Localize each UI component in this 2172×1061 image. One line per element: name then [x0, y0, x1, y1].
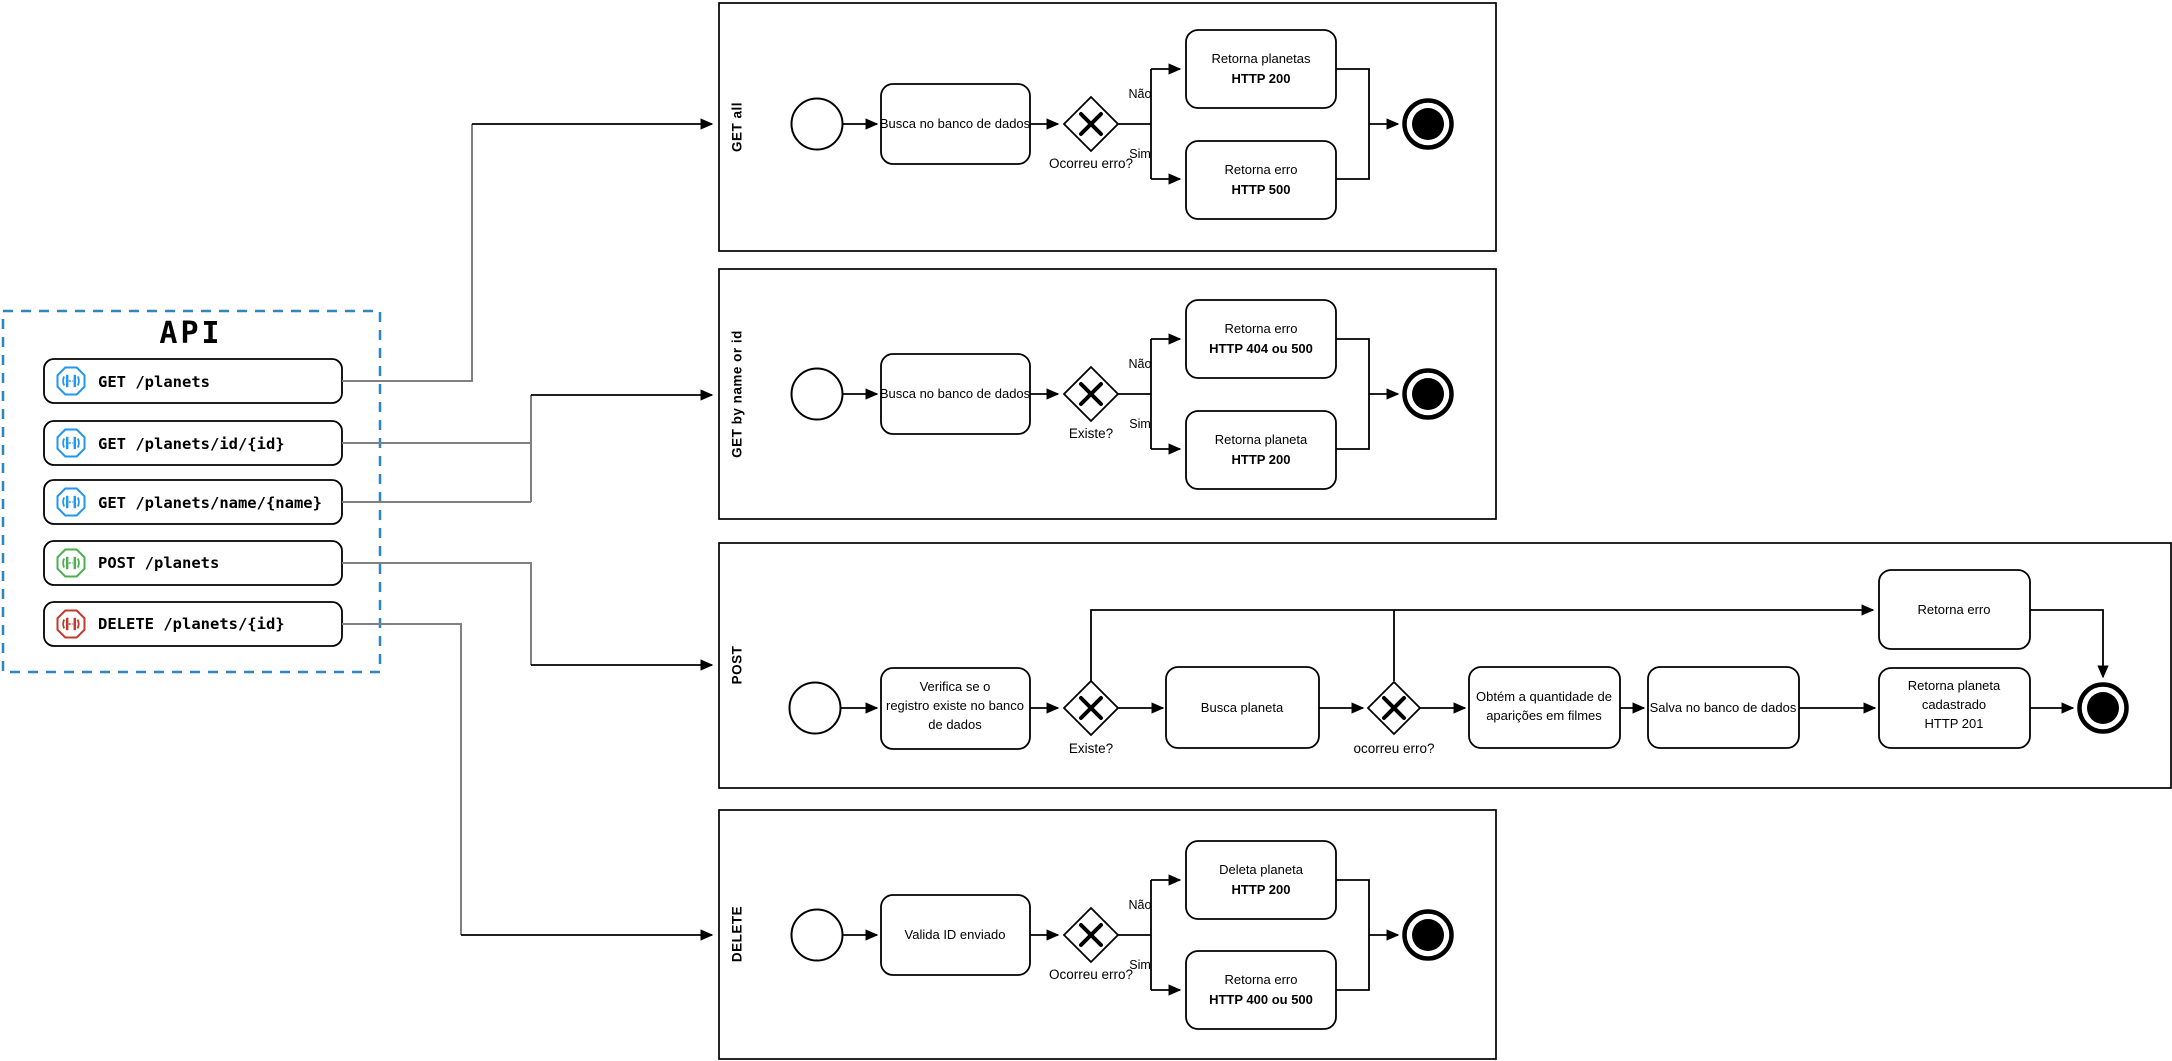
task-label: Deleta planeta [1219, 862, 1304, 877]
task-busca-planeta[interactable]: Busca planeta [1165, 666, 1320, 749]
lane-post: POST Verifica se o registro existe no ba… [718, 542, 2172, 789]
task-label: cadastrado [1922, 697, 1986, 712]
api-panel-title: API [159, 316, 222, 351]
task-busca-banco[interactable]: Busca no banco de dados [880, 353, 1031, 435]
task-busca-banco[interactable]: Busca no banco de dados [880, 83, 1031, 165]
sequence-flow [2030, 609, 2109, 679]
branch-label-yes: Sim [1129, 958, 1151, 972]
start-event[interactable] [790, 367, 844, 421]
task-label: aparições em filmes [1486, 708, 1602, 723]
task-label-status: HTTP 500 [1231, 182, 1290, 197]
api-connectors [342, 118, 714, 941]
http-method-icon [56, 428, 86, 458]
api-item-label: POST /planets [98, 554, 219, 572]
task-verifica-registro[interactable]: Verifica se o registro existe no banco d… [880, 667, 1031, 750]
lane-label: POST [730, 645, 745, 684]
connector-post [342, 562, 532, 665]
task-salva-banco[interactable]: Salva no banco de dados [1647, 666, 1800, 749]
http-method-icon [56, 609, 86, 639]
gateway-ocorreu-erro[interactable]: Ocorreu erro? [1049, 906, 1133, 982]
branch-label-no: Não [1129, 357, 1152, 371]
gateway-ocorreu-erro[interactable]: ocorreu erro? [1353, 680, 1435, 756]
task-label: Salva no banco de dados [1650, 700, 1797, 715]
connector-delete [342, 623, 462, 935]
branch-label-no: Não [1129, 87, 1152, 101]
task-retorna-erro[interactable]: Retorna erro HTTP 500 [1185, 140, 1337, 220]
task-label: Retorna erro [1225, 162, 1298, 177]
lane-delete: DELETE Valida ID enviado Ocorreu erro? N… [718, 809, 1497, 1060]
api-item-label: GET /planets/id/{id} [98, 435, 285, 453]
gateway-existe[interactable]: Existe? [1062, 365, 1120, 441]
task-label: Obtém a quantidade de [1476, 689, 1612, 704]
task-label-status: HTTP 200 [1231, 882, 1290, 897]
gateway-label: Ocorreu erro? [1049, 967, 1133, 982]
lane-get-by-name-or-id: GET by name or id Busca no banco de dado… [718, 268, 1497, 520]
task-label: de dados [928, 717, 982, 732]
task-label: Verifica se o [920, 679, 991, 694]
task-deleta-planeta[interactable]: Deleta planeta HTTP 200 [1185, 840, 1337, 920]
api-item-get-planets-by-id[interactable]: GET /planets/id/{id} [43, 420, 343, 466]
task-retorna-erro[interactable]: Retorna erro HTTP 404 ou 500 [1185, 299, 1337, 379]
task-label: Busca planeta [1201, 700, 1284, 715]
task-retorna-planeta[interactable]: Retorna planeta HTTP 200 [1185, 410, 1337, 490]
gateway-label: Ocorreu erro? [1049, 156, 1133, 171]
end-event[interactable] [1402, 909, 1454, 961]
task-label: Retorna planeta [1215, 432, 1308, 447]
api-panel: API GET /planets [1, 309, 382, 674]
task-label-status: HTTP 200 [1231, 71, 1290, 86]
task-label-status: HTTP 200 [1231, 452, 1290, 467]
lane-label: DELETE [730, 906, 745, 962]
branch-label-yes: Sim [1129, 147, 1151, 161]
start-event[interactable] [790, 97, 844, 151]
task-label: Retorna erro [1225, 321, 1298, 336]
http-method-icon [56, 548, 86, 578]
gateway-label: Existe? [1069, 426, 1113, 441]
task-label: Retorna planeta [1908, 678, 2001, 693]
gateway-label: ocorreu erro? [1353, 741, 1434, 756]
branch-label-yes: Sim [1129, 417, 1151, 431]
task-label: Retorna erro [1225, 972, 1298, 987]
branch-label-no: Não [1129, 898, 1152, 912]
task-obtem-aparicoes[interactable]: Obtém a quantidade de aparições em filme… [1468, 666, 1621, 749]
connector-get-all [342, 124, 473, 382]
task-label: Busca no banco de dados [880, 116, 1031, 131]
lane-get-all: GET all Busca no banco de dados Ocorreu … [718, 2, 1497, 252]
end-event[interactable] [2077, 682, 2129, 734]
api-panel-border [1, 309, 382, 674]
api-item-label: GET /planets [98, 373, 210, 391]
task-retorna-planeta-cadastrado[interactable]: Retorna planeta cadastrado HTTP 201 [1878, 667, 2031, 749]
task-label-status: HTTP 404 ou 500 [1209, 341, 1313, 356]
task-valida-id[interactable]: Valida ID enviado [880, 894, 1031, 976]
end-event[interactable] [1402, 368, 1454, 420]
api-item-get-planets[interactable]: GET /planets [43, 358, 343, 404]
end-event[interactable] [1402, 98, 1454, 150]
api-item-post-planets[interactable]: POST /planets [43, 540, 343, 586]
task-label: Retorna planetas [1211, 51, 1311, 66]
api-item-label: DELETE /planets/{id} [98, 615, 285, 633]
http-method-icon [56, 487, 86, 517]
api-item-label: GET /planets/name/{name} [98, 494, 322, 512]
task-label: Valida ID enviado [905, 927, 1006, 942]
task-label: registro existe no banco [886, 698, 1024, 713]
api-item-delete-planets[interactable]: DELETE /planets/{id} [43, 601, 343, 647]
start-event[interactable] [788, 681, 842, 735]
gateway-ocorreu-erro[interactable]: Ocorreu erro? [1049, 95, 1133, 171]
error-flow [1090, 604, 1875, 681]
lane-label: GET all [730, 102, 745, 152]
gateway-label: Existe? [1069, 741, 1113, 756]
task-label: Retorna erro [1918, 602, 1991, 617]
task-label-status: HTTP 400 ou 500 [1209, 992, 1313, 1007]
task-retorna-erro[interactable]: Retorna erro HTTP 400 ou 500 [1185, 950, 1337, 1030]
api-item-get-planets-by-name[interactable]: GET /planets/name/{name} [43, 479, 343, 525]
task-retorna-erro[interactable]: Retorna erro [1878, 569, 2031, 650]
start-event[interactable] [790, 908, 844, 962]
task-label: Busca no banco de dados [880, 386, 1031, 401]
lane-label: GET by name or id [730, 330, 745, 458]
http-method-icon [56, 366, 86, 396]
task-retorna-planetas[interactable]: Retorna planetas HTTP 200 [1185, 29, 1337, 109]
task-label: HTTP 201 [1924, 716, 1983, 731]
